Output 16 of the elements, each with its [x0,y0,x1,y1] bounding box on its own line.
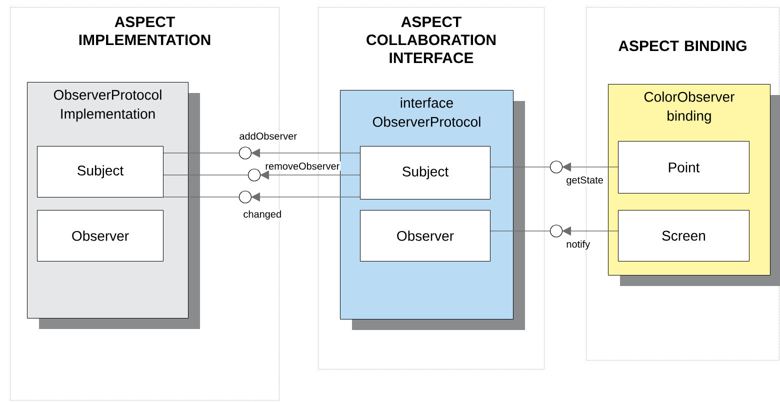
lollipop-connector [163,190,360,204]
class-box: Screen [618,210,750,262]
class-box: Point [618,141,750,194]
class-box: Observer [37,210,164,262]
edge-label: notify [565,239,592,251]
edge-label: getState [565,175,604,187]
class-box: Subject [37,146,164,198]
lollipop-connector [490,160,618,174]
class-box: Observer [360,210,490,262]
edge-label: removeObserver [264,161,341,171]
lollipop-connector [163,146,360,160]
edge-label: addObserver [238,131,298,141]
class-box: Subject [360,146,490,200]
lollipop-connector [490,224,618,238]
edge-label: changed [242,209,283,221]
lollipop-connector [163,168,360,182]
